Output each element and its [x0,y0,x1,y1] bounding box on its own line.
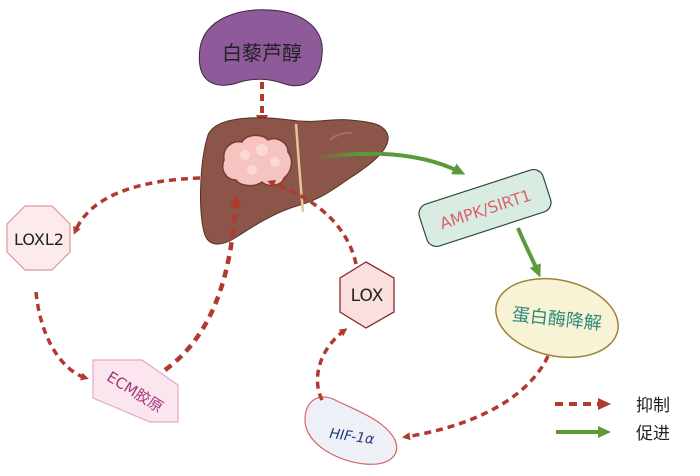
liver-shape [200,117,389,245]
inhibit-arrow-hif-to-lox [315,328,348,401]
loxl2-node: LOXL2 [6,205,71,271]
inhibit-arrow-proteolysis-to-hif [402,355,550,441]
legend: 抑制 促进 [555,396,670,444]
liver-illustration [200,117,389,245]
loxl2-octagon [6,205,71,271]
proteolysis-ellipse [495,277,619,359]
lox-node: LOX [339,261,395,329]
lox-hexagon [339,261,395,329]
liver-highlight [329,131,353,141]
hif1a-label: HIF-1α [328,426,376,448]
promote-arrow-liver-to-ampk [314,151,466,175]
promote-arrow-ampk-to-proteolysis [516,227,541,278]
legend-inhibit-label: 抑制 [636,396,670,416]
loxl2-label: LOXL2 [14,230,64,249]
tumor-mass [222,134,293,187]
hif1a-shape [304,396,398,465]
inhibit-arrow-liver-to-loxl2 [73,176,201,235]
tumor-nodule [270,157,280,167]
resveratrol-label: 白藜芦醇 [222,41,302,65]
proteolysis-node: 蛋白酶降解 [495,277,619,359]
ecm-collagen-shape [92,359,179,423]
inhibit-arrow-ecm-to-tumor [163,194,242,372]
legend-promote-label: 促进 [636,424,670,444]
resveratrol-node: 白藜芦醇 [198,9,323,87]
liver-ligament [294,123,305,213]
hif1a-node: HIF-1α [304,396,398,465]
tumor-nodule [240,150,250,160]
inhibit-arrow-loxl2-to-ecm [34,291,89,381]
inhibit-arrow-lox-to-tumor [267,179,358,265]
resveratrol-shape [198,9,323,87]
tumor-nodule [256,144,268,156]
tumor-nodule [247,165,257,175]
ampk-sirt1-node: AMPK/SIRT1 [418,168,552,248]
ampk-sirt1-box [418,168,552,248]
lox-label: LOX [351,286,384,306]
